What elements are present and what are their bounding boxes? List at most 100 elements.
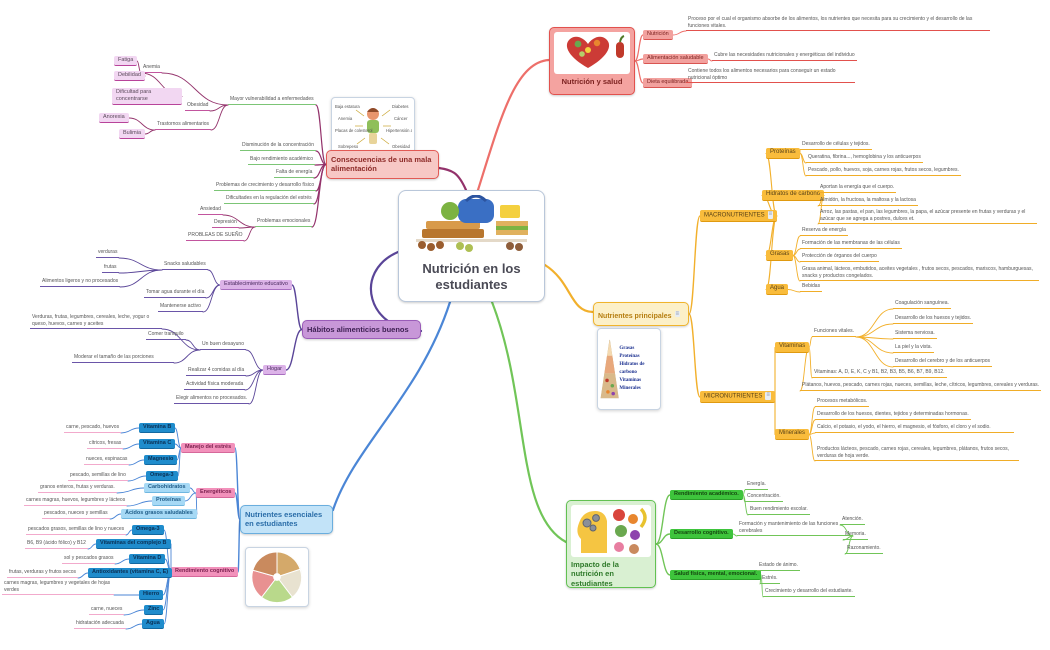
map-node-y-a1[interactable]: Bebidas [800, 283, 823, 292]
map-node-h2a1[interactable]: Comer tranquilo [146, 331, 186, 340]
map-node-y-m2[interactable]: Desarrollo de los huesos, dientes, tejid… [815, 411, 971, 420]
map-node-b1c[interactable]: Magnesio [144, 455, 178, 466]
map-node-r3d[interactable]: Contiene todos los alimentos necesarios … [686, 68, 855, 83]
map-node-h2d[interactable]: Elegir alimentos no procesados. [174, 395, 250, 404]
map-node-y-p2[interactable]: Queratina, fibrina..., hemoglobina y los… [806, 154, 923, 163]
map-node-g1a[interactable]: Energía. [745, 481, 768, 490]
map-node-g1b[interactable]: Concentración. [745, 493, 783, 502]
map-node-b3f[interactable]: Zinc [144, 605, 164, 616]
map-node-c6[interactable]: Dificultades en la regulación del estrés [224, 195, 314, 204]
map-node-y-p1[interactable]: Desarrollo de células y tejidos. [800, 141, 872, 150]
map-node-b1a[interactable]: Vitamina B [139, 423, 176, 434]
central-topic[interactable]: Nutrición en los estudiantes [398, 190, 545, 302]
map-node-y-h3[interactable]: Arroz, las pastas, el pan, las legumbres… [818, 209, 1037, 224]
map-node-y-v7[interactable]: Plátanos, huevos, pescado, carnes rojas,… [800, 382, 1042, 391]
map-node-c1c[interactable]: Trastornos alimentarios [155, 121, 212, 130]
map-node-y-h2[interactable]: Almidón, la fructosa, la maltosa y la la… [818, 197, 918, 206]
map-node-y-v5[interactable]: Desarrollo del cerebro y de los anticuer… [893, 358, 993, 367]
map-node-h2c[interactable]: Actividad física moderada [184, 381, 246, 390]
map-node-y-v2[interactable]: Desarrollo de los huesos y tejidos. [893, 315, 974, 324]
map-node-y-vit[interactable]: Vitaminas [775, 342, 810, 353]
map-node-c1a[interactable]: Anemia [141, 64, 162, 73]
branch-habitos[interactable]: Hábitos alimenticios buenos [302, 320, 421, 340]
branch-consecuencias[interactable]: Consecuencias de una mala alimentación [326, 150, 439, 179]
map-node-y-vf[interactable]: Funciones vitales. [812, 328, 857, 337]
map-node-h2b[interactable]: Realizar 4 comidas al día [186, 367, 247, 376]
map-node-g2a3[interactable]: Razonamiento. [845, 545, 883, 554]
map-node-b3c[interactable]: Vitamina D [129, 554, 166, 565]
map-node-b1b[interactable]: Vitamina C [139, 439, 176, 450]
map-node-h2a[interactable]: Un buen desayuno [200, 341, 246, 350]
map-node-r3[interactable]: Dieta equilibrada [643, 78, 693, 89]
map-node-c5[interactable]: Problemas de crecimiento y desarrollo fí… [214, 182, 317, 191]
map-node-s3e[interactable]: carnes magras, legumbres y vegetales de … [2, 580, 114, 595]
branch-nutrientes-principales[interactable]: Nutrientes principales≡ [593, 302, 689, 326]
map-node-s2a[interactable]: granos enteros, frutas y verduras. [38, 484, 117, 493]
map-node-y-ag[interactable]: Agua [766, 284, 789, 295]
map-node-s3g[interactable]: hidratación adecuada [74, 620, 126, 629]
map-node-b2b[interactable]: Proteínas [152, 496, 186, 507]
map-node-g1[interactable]: Rendimiento académico. [670, 490, 743, 501]
map-node-g2a1[interactable]: Atención. [840, 516, 865, 525]
map-node-macro[interactable]: MACRONUTRIENTES≡ [700, 210, 778, 223]
map-node-s2c[interactable]: pescados, nueces y semillas [42, 510, 110, 519]
map-node-y-g3[interactable]: Protección de órganos del cuerpo [800, 253, 879, 262]
branch-impacto[interactable]: Impacto de la nutrición en estudiantes [566, 500, 656, 588]
map-node-c1c1[interactable]: Anorexia [99, 113, 129, 124]
map-node-c7c[interactable]: PROBLEAS DE SUEÑO [186, 232, 245, 241]
map-node-h1a2[interactable]: frutas [102, 264, 119, 273]
map-node-h1a[interactable]: Snacks saludables [162, 261, 208, 270]
map-node-b2c[interactable]: Ácidos grasos saludables [121, 509, 197, 520]
map-node-h2a3[interactable]: Moderar el tamaño de las porciones [72, 354, 174, 363]
map-node-s3b[interactable]: B6, B9 (ácido fólico) y B12 [25, 540, 88, 549]
map-node-c7b[interactable]: Depresión [212, 219, 239, 228]
map-node-y-v3[interactable]: Sistema nerviosa. [893, 330, 937, 339]
map-node-b2a[interactable]: Carbohidratos [144, 483, 190, 494]
branch-nutrientes-esenciales[interactable]: Nutrientes esenciales en estudiantes [240, 505, 333, 534]
map-node-c1a3[interactable]: Dificultad para concentrarse [112, 88, 182, 106]
map-node-h2a2[interactable]: Verduras, frutas, legumbres, cereales, l… [30, 314, 162, 329]
map-node-g3c[interactable]: Crecimiento y desarrollo del estudiante. [763, 588, 855, 597]
map-node-c1b[interactable]: Obesidad [185, 102, 211, 111]
map-node-h1a1[interactable]: verduras [96, 249, 120, 258]
branch-nutricion-y-salud[interactable]: Nutrición y salud [549, 27, 635, 95]
map-node-c7[interactable]: Problemas emocionales [255, 218, 313, 227]
map-node-s3f[interactable]: carne, nueces [89, 606, 125, 615]
map-node-y-p3[interactable]: Pescado, pollo, huevos, soja, carnes roj… [806, 167, 961, 176]
map-node-b3a[interactable]: Omega-3 [132, 525, 164, 536]
map-node-y-v6[interactable]: Vitaminas: A, D, E, K, C y B1, B2, B3, B… [812, 369, 947, 378]
map-node-g2a2[interactable]: Memoria. [843, 531, 868, 540]
map-node-g1c[interactable]: Buen rendimiento escolar. [748, 506, 810, 515]
map-node-y-prot[interactable]: Proteínas [766, 148, 800, 159]
map-node-s1d[interactable]: pescado, semillas de lino [68, 472, 128, 481]
map-node-s3a[interactable]: pescados grasos, semillas de lino y nuec… [26, 526, 127, 535]
map-node-c7a[interactable]: Ansiedad [198, 206, 223, 215]
map-node-r1d[interactable]: Proceso por el cual el organismo absorbe… [686, 16, 990, 31]
map-node-y-g4[interactable]: Grasa animal, lácteos, embutidos, aceite… [800, 266, 1039, 281]
map-node-c2[interactable]: Disminución de la concentración [240, 142, 316, 151]
map-node-y-m1[interactable]: Procesos metabólicos. [815, 398, 870, 407]
map-node-b3d[interactable]: Antioxidantes (vitamina C, E) [88, 568, 173, 579]
map-node-h2[interactable]: Hogar [263, 365, 286, 376]
map-node-g2[interactable]: Desarrollo cognitivo. [670, 529, 733, 540]
map-node-g3b[interactable]: Estrés. [760, 575, 780, 584]
map-node-y-g2[interactable]: Formación de las membranas de las célula… [800, 240, 902, 249]
map-node-g2a[interactable]: Formación y mantenimiento de las funcion… [737, 521, 853, 536]
map-node-h1c[interactable]: Mantenerse activo [158, 303, 203, 312]
map-node-s1c[interactable]: nueces, espinacas [84, 456, 130, 465]
map-node-b3[interactable]: Rendimiento cognitivo [171, 567, 239, 578]
map-node-c1c2[interactable]: Bulimia [119, 129, 146, 140]
map-node-s1b[interactable]: cítricos, fresas [87, 440, 124, 449]
map-node-h1a3[interactable]: Alimentos ligeros y no procesados [40, 278, 121, 287]
map-node-s1a[interactable]: carne, pescado, huevos [64, 424, 122, 433]
map-node-r2d[interactable]: Cubre las necesidades nutricionales y en… [712, 52, 857, 61]
map-node-y-h1[interactable]: Aportan la energía que el cuerpo. [818, 184, 897, 193]
map-node-y-v1[interactable]: Coagulación sanguínea. [893, 300, 951, 309]
map-node-g3[interactable]: Salud física, mental, emocional. [670, 570, 762, 581]
map-node-micro[interactable]: MICRONUTRIENTES≡ [700, 391, 775, 404]
map-node-s2b[interactable]: carnes magras, huevos, legumbres y lácte… [24, 497, 128, 506]
map-node-y-hc[interactable]: Hidratos de carbono [762, 190, 825, 201]
map-node-b1[interactable]: Manejo del estrés [181, 443, 236, 454]
map-node-b3e[interactable]: Hierro [139, 590, 164, 601]
map-node-s3d[interactable]: frutas, verduras y frutos secos [7, 569, 78, 578]
